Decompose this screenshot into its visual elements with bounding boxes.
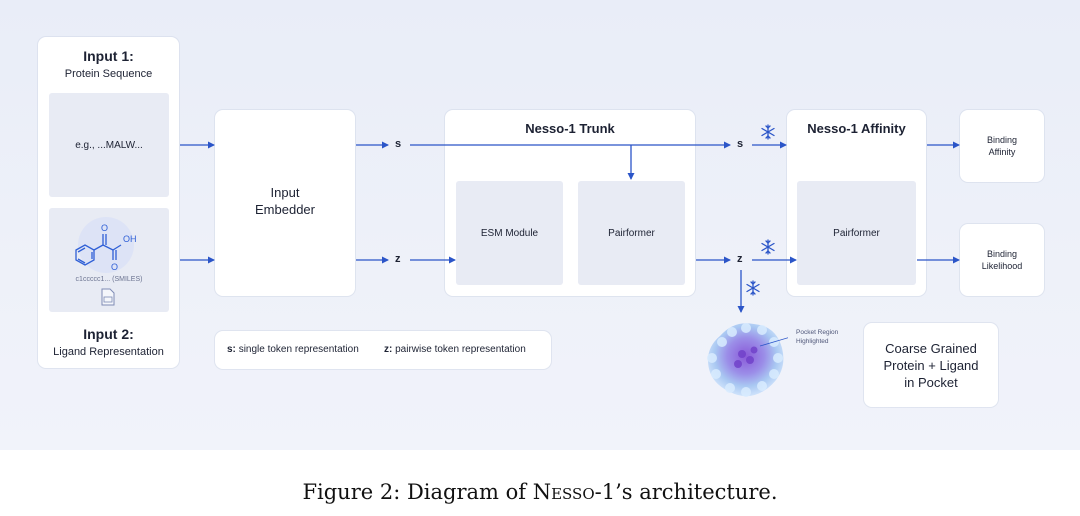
input2-title: Input 2: [83, 326, 134, 342]
legend-z-desc: pairwise token representation [395, 344, 526, 355]
file-icon [101, 288, 115, 306]
snowflake-icon [761, 124, 775, 140]
legend-z: z: pairwise token representation [384, 344, 526, 355]
caption-prefix: Figure 2: Diagram of [302, 480, 533, 504]
input-embedder-line2: Embedder [255, 202, 315, 217]
trunk-title: Nesso-1 Trunk [525, 121, 615, 136]
binding-affinity-card [960, 110, 1044, 182]
ligand-o1-label: O [101, 223, 108, 233]
input-card [38, 37, 179, 368]
input-embedder-card [215, 110, 355, 296]
binding-affinity-line1: Binding [986, 135, 1018, 145]
input2-subtitle: Ligand Representation [53, 346, 164, 358]
input1-subtitle: Protein Sequence [64, 68, 153, 80]
ligand-molecule-icon: O OH O [75, 217, 137, 273]
coarse-grained-line1: Coarse Grained [885, 341, 977, 356]
caption-name-first: N [532, 480, 552, 504]
z-label-embedder: z [395, 253, 401, 265]
binding-likelihood-line1: Binding [986, 249, 1018, 259]
ligand-oh-label: OH [123, 234, 137, 244]
figure-caption: Figure 2: Diagram of Nesso-1’s architect… [0, 480, 1080, 504]
pocket-annotation-line2: Highlighted [796, 338, 829, 345]
legend-card [215, 331, 551, 369]
esm-module-label: ESM Module [480, 228, 539, 239]
caption-suffix: -1’s architecture. [594, 480, 778, 504]
trunk-pairformer-box [578, 181, 685, 285]
binding-affinity-line2: Affinity [988, 147, 1016, 157]
binding-likelihood-card [960, 224, 1044, 296]
legend-s-desc: single token representation [238, 344, 359, 355]
snowflake-icon [761, 239, 775, 255]
protein-sequence-box [49, 93, 169, 197]
flow-arrows [180, 141, 960, 313]
legend-z-key: z: [384, 344, 393, 355]
esm-module-box [456, 181, 563, 285]
caption-name-rest: esso [551, 480, 595, 504]
coarse-grained-line3: in Pocket [904, 375, 958, 390]
affinity-pairformer-box [797, 181, 916, 285]
trunk-pairformer-label: Pairformer [608, 228, 655, 239]
binding-likelihood-line2: Likelihood [981, 261, 1023, 271]
protein-pocket-render [707, 323, 788, 397]
s-label-trunk: s [737, 138, 744, 150]
coarse-grained-card [864, 323, 998, 407]
smiles-label: c1ccccc1... (SMILES) [75, 276, 143, 283]
s-label-embedder: s [395, 138, 402, 150]
z-label-trunk: z [737, 253, 743, 265]
coarse-grained-line2: Protein + Ligand [883, 358, 979, 373]
affinity-title: Nesso-1 Affinity [807, 121, 906, 136]
input-embedder-line1: Input [270, 185, 300, 200]
pocket-annotation-line1: Pocket Region [796, 329, 839, 336]
input1-title: Input 1: [83, 48, 134, 64]
protein-sequence-example: e.g., ...MALW... [75, 140, 143, 151]
legend-s-key: s: [227, 344, 236, 355]
legend-s: s: single token representation [227, 344, 359, 355]
affinity-pairformer-label: Pairformer [833, 228, 880, 239]
snowflake-icon [746, 280, 760, 296]
ligand-o2-label: O [111, 262, 118, 272]
